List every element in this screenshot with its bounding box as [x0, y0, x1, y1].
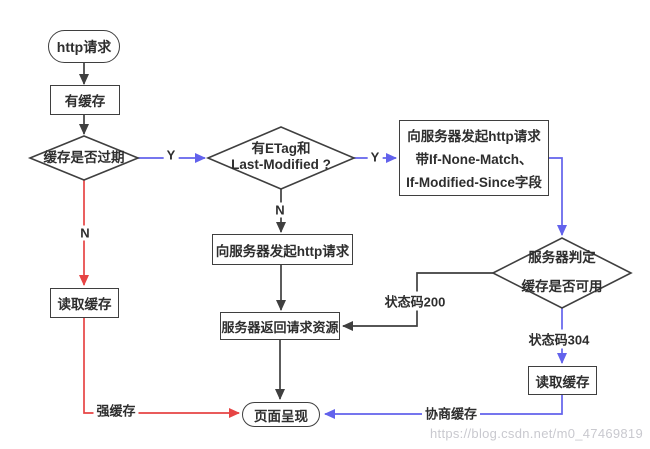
- label-status-200: 状态码200: [381, 291, 449, 311]
- node-read-cache-right: 读取缓存: [528, 366, 597, 395]
- diamond-server-judge: [491, 237, 633, 309]
- label-yes-etag: Y: [367, 149, 383, 165]
- label-strong-cache: 强缓存: [93, 400, 139, 420]
- node-server-return: 服务器返回请求资源: [220, 312, 340, 340]
- request-with-headers-line2: 带If-None-Match、: [415, 151, 533, 167]
- etag-check-line2: Last-Modified ?: [231, 157, 331, 172]
- node-read-cache-left: 读取缓存: [50, 288, 119, 318]
- diamond-cache-expired: [27, 135, 141, 181]
- label-status-304: 状态码304: [525, 329, 593, 349]
- node-cache-expired-label: 缓存是否过期: [43, 150, 125, 165]
- request-with-headers-line1: 向服务器发起http请求: [407, 129, 541, 145]
- node-server-judge-label: 服务器判定 缓存是否可用: [522, 243, 603, 301]
- csdn-watermark: https://blog.csdn.net/m0_47469819: [430, 426, 643, 441]
- node-page-render: 页面呈现: [242, 402, 320, 427]
- label-negotiated-cache: 协商缓存: [421, 403, 481, 423]
- label-no-etag: N: [272, 202, 288, 218]
- edge-readcache-right-to-render: [324, 395, 563, 419]
- node-request-with-headers: 向服务器发起http请求 带If-None-Match、 If-Modified…: [399, 120, 549, 196]
- edge-headers-to-judge: [549, 157, 567, 236]
- node-has-cache: 有缓存: [50, 85, 120, 115]
- edge-readcache-left-to-render: [83, 318, 240, 418]
- etag-check-line1: 有ETag和: [251, 141, 311, 156]
- node-etag-check-label: 有ETag和 Last-Modified ?: [231, 141, 331, 173]
- label-yes-expired: Y: [163, 147, 179, 163]
- diamond-etag-check: [205, 126, 357, 190]
- server-judge-line2: 缓存是否可用: [521, 279, 603, 294]
- request-with-headers-line3: If-Modified-Since字段: [406, 174, 542, 190]
- server-judge-line1: 服务器判定: [528, 250, 596, 265]
- label-no-expired: N: [77, 225, 93, 241]
- node-http-request: http请求: [48, 30, 120, 63]
- node-request-http: 向服务器发起http请求: [212, 234, 353, 265]
